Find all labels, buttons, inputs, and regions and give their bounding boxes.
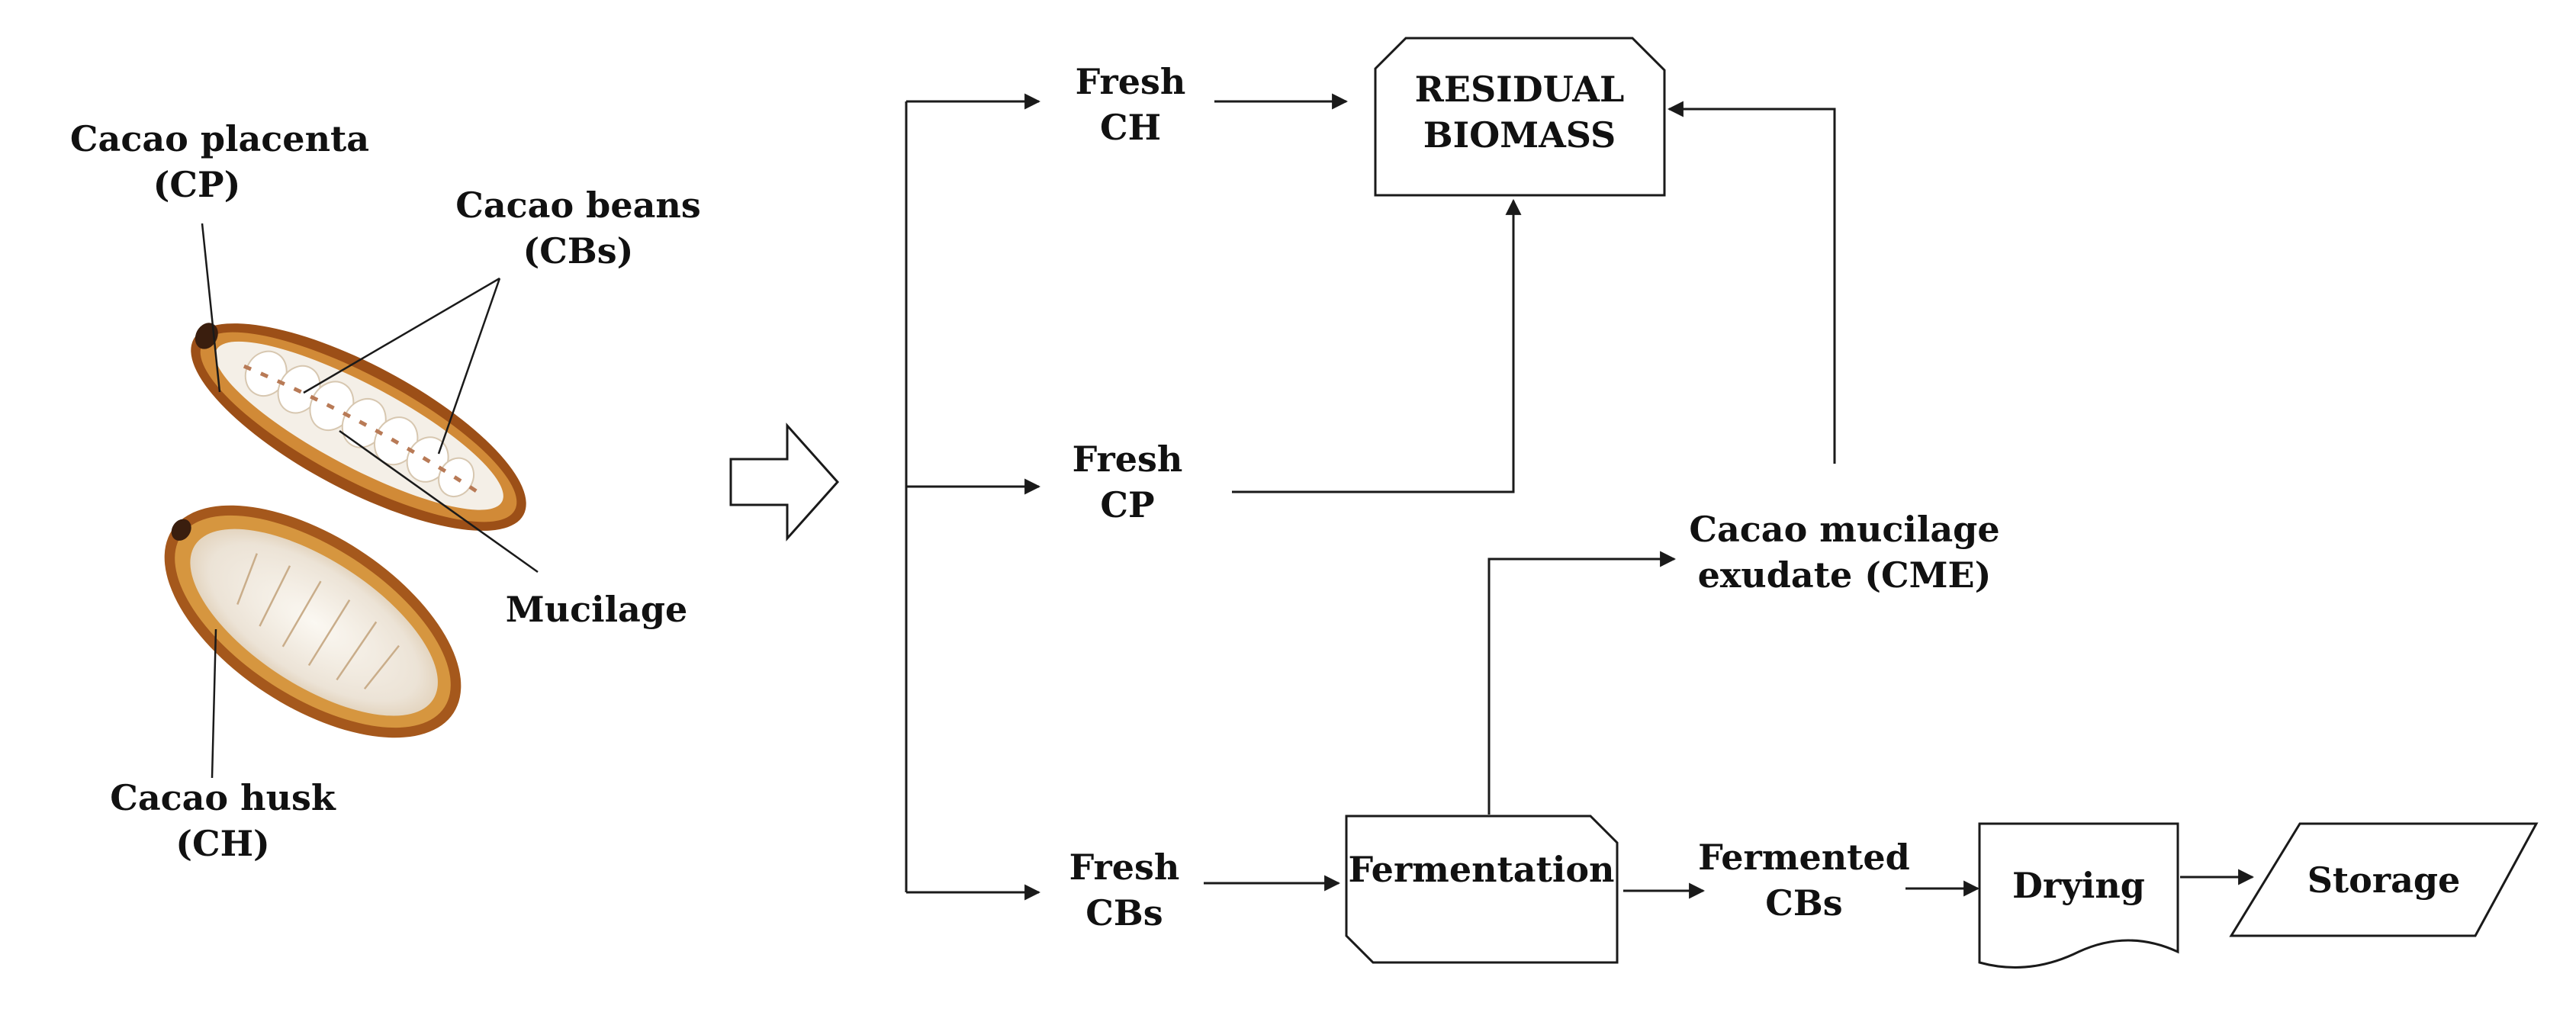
fresh-cp-line2: CP: [1100, 484, 1154, 525]
label-cacao-beans: Cacao beans: [455, 185, 701, 226]
residual-biomass-node: RESIDUAL BIOMASS: [1374, 37, 1666, 197]
cme-line2: exudate (CME): [1698, 554, 1992, 596]
fresh-cbs-line1: Fresh: [1069, 847, 1180, 888]
label-ch-abbrev: (CH): [175, 823, 270, 864]
fresh-cbs-line2: CBs: [1085, 892, 1163, 933]
flow-connectors: [905, 93, 2255, 901]
residual-biomass-box: [1374, 37, 1666, 197]
beans-leader-a: [303, 277, 500, 394]
arrow-cme-to-biomass: [1667, 101, 1836, 464]
label-cacao-husk: Cacao husk: [110, 777, 336, 818]
fresh-ch-line2: CH: [1100, 107, 1161, 148]
residual-biomass-label-line2: BIOMASS: [1423, 114, 1616, 156]
drying-box: [1978, 822, 2179, 969]
fermentation-label: Fermentation: [1349, 849, 1615, 890]
storage-label: Storage: [2307, 860, 2461, 901]
pod-leader-lines: [201, 223, 539, 779]
storage-node: Storage: [2229, 822, 2539, 937]
residual-biomass-label-line1: RESIDUAL: [1415, 69, 1625, 110]
upper-pod-half: [191, 323, 526, 531]
fermentation-node: Fermentation: [1345, 815, 1619, 964]
placenta-leader: [201, 223, 221, 393]
drying-label: Drying: [2012, 865, 2145, 906]
storage-box: [2229, 822, 2539, 937]
label-cp-abbrev: (CP): [153, 164, 241, 205]
arrow-cp-to-biomass: [1232, 198, 1522, 493]
drying-node: Drying: [1978, 822, 2179, 969]
fermentation-box: [1345, 815, 1619, 964]
cacao-pod-illustration: [164, 323, 526, 738]
hollow-arrow-icon: [729, 423, 840, 541]
label-cacao-placenta: Cacao placenta: [70, 118, 369, 159]
label-cbs-abbrev: (CBs): [523, 230, 634, 272]
mucilage-leader: [339, 429, 539, 574]
label-mucilage: Mucilage: [506, 589, 688, 630]
beans-leader-b: [437, 278, 501, 455]
fermented-cbs-line2: CBs: [1765, 882, 1842, 924]
cme-line1: Cacao mucilage: [1689, 509, 1999, 550]
husk-leader: [211, 628, 217, 779]
fresh-cp-line1: Fresh: [1073, 439, 1183, 480]
lower-pod-half: [164, 505, 461, 738]
fermented-cbs-line1: Fermented: [1698, 837, 1910, 878]
fresh-ch-line1: Fresh: [1076, 61, 1186, 102]
arrow-fermentation-to-cme: [1487, 551, 1677, 815]
